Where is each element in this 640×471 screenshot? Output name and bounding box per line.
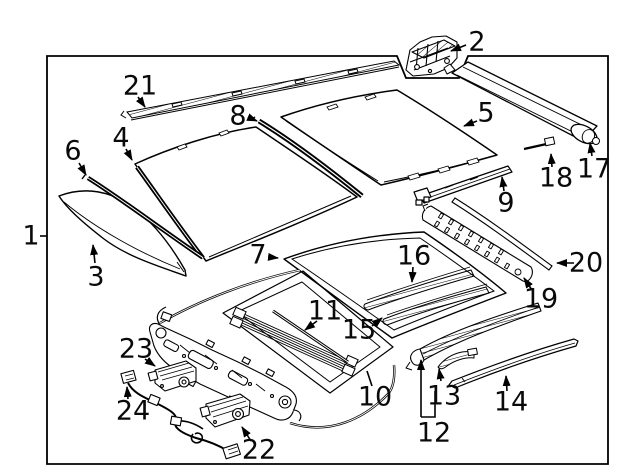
part-15-strip [382, 283, 490, 326]
leader-lines [40, 43, 596, 442]
part-2-bracket [405, 35, 458, 77]
part-23-motor [147, 360, 197, 392]
part-11-rod [272, 309, 349, 364]
part-22-motor [199, 393, 251, 428]
part-9-rail [413, 165, 513, 206]
part-18-rod [523, 136, 556, 151]
part-13-rail-segment [437, 347, 478, 370]
drain-tube-right [289, 364, 396, 429]
part-19-perforated-strip [421, 203, 533, 283]
part-5-rear-glass-panel [280, 89, 498, 186]
part-4-front-glass-panel [134, 126, 358, 262]
part-14-side-rail [448, 338, 579, 389]
part-7-sunroof-glass-panel [283, 231, 507, 339]
part-24-harness [120, 369, 242, 460]
cable-bundle [229, 306, 359, 377]
drain-tube-left [156, 268, 301, 326]
part-17-sunshade [443, 61, 600, 145]
part-21-roof-strip [120, 60, 401, 121]
frame-front-header [148, 311, 302, 422]
part-16-strip [363, 266, 475, 311]
part-10-frame-outline [222, 270, 394, 394]
part-20-strip [451, 197, 553, 271]
